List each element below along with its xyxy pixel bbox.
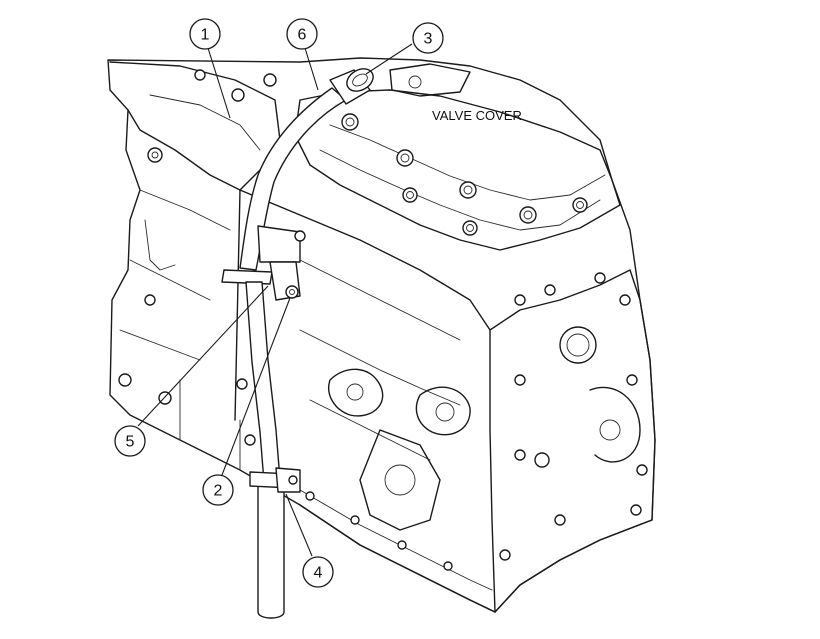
callout-1: 1 <box>189 18 221 50</box>
callout-1-number: 1 <box>201 27 210 44</box>
callout-2: 2 <box>202 474 234 506</box>
callout-4-number: 4 <box>314 565 323 582</box>
callout-2-number: 2 <box>214 483 223 500</box>
front-cover-bolts <box>499 272 648 561</box>
valve-cover-label: VALVE COVER <box>432 108 522 123</box>
valve-cover-bolts <box>341 113 588 236</box>
callout-5: 5 <box>114 425 146 457</box>
callout-3-number: 3 <box>424 31 433 48</box>
callout-6: 6 <box>286 18 318 50</box>
callout-5-number: 5 <box>126 434 135 451</box>
breather-tube <box>221 68 374 619</box>
callout-6-number: 6 <box>298 27 307 44</box>
callout-leaders <box>137 43 413 557</box>
engine-block <box>107 57 656 613</box>
callout-4: 4 <box>302 556 334 588</box>
callout-3: 3 <box>412 22 444 54</box>
